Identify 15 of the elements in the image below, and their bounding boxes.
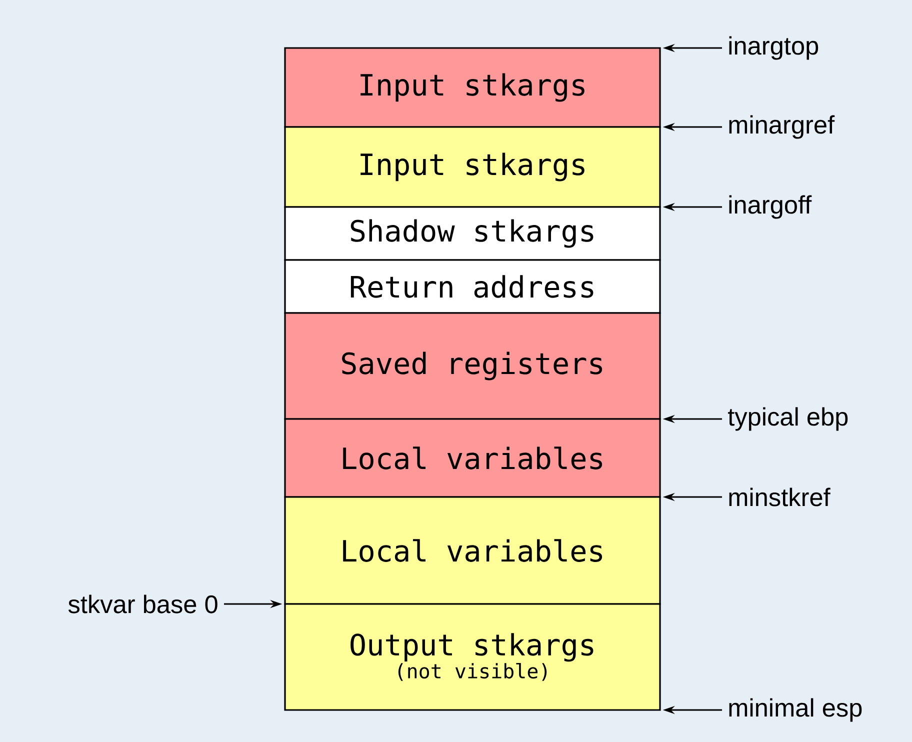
pointer-label: inargtop xyxy=(729,36,818,60)
stack-cell: Local variables xyxy=(284,418,661,498)
pointer-label: minargref xyxy=(729,115,835,139)
pointer-label: minimal esp xyxy=(729,698,862,722)
stack-cell: Return address xyxy=(284,259,661,314)
stack-cell: Input stkargs xyxy=(284,47,661,128)
stack-cell: Saved registers xyxy=(284,312,661,420)
pointer-label: minstkref xyxy=(729,488,830,506)
stack-cell: Local variables xyxy=(284,496,661,605)
stack-cell: Shadow stkargs xyxy=(284,206,661,261)
stack-cell: Input stkargs xyxy=(284,126,661,208)
pointer-label: stkvar base 0 xyxy=(68,594,218,614)
pointer-label: typical ebp xyxy=(728,407,848,431)
pointer-label: inargoff xyxy=(729,195,812,219)
stack-cell: Output stkargs (not visible) xyxy=(284,603,661,711)
